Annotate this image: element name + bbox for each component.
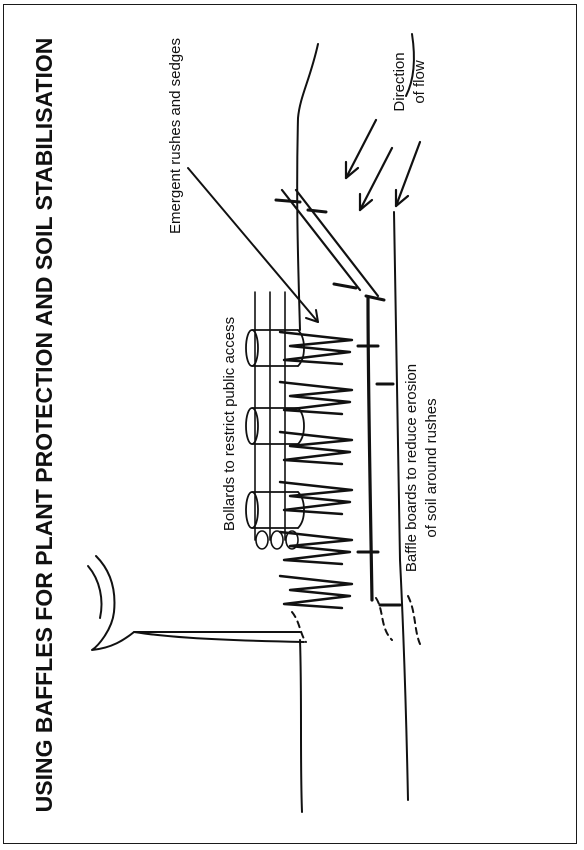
flow-label-line1: Direction [391,52,408,111]
rush-clump [278,430,354,466]
rushes [278,330,354,610]
rush-clump [278,480,354,516]
diagram-title: USING BAFFLES FOR PLANT PROTECTION AND S… [31,38,57,813]
rushes-label: Emergent rushes and sedges [167,38,184,234]
rush-clump [278,574,354,610]
baffle-boards [274,188,402,607]
baffle-label-line2: of soil around rushes [423,398,440,537]
figure-frame [3,4,577,844]
rush-clump [278,530,354,566]
flow-arrows [344,118,422,212]
rush-clump [278,380,354,416]
bollard [245,329,305,367]
rushes-leader [187,167,319,323]
flow-label-line2: of flow [411,60,428,104]
rush-clump [278,330,354,366]
left-bank [296,43,319,813]
right-bank [291,33,421,801]
tree [87,555,305,651]
bollards-label: Bollards to restrict public access [221,317,238,531]
baffle-label-line1: Baffle boards to reduce erosion [403,364,420,572]
